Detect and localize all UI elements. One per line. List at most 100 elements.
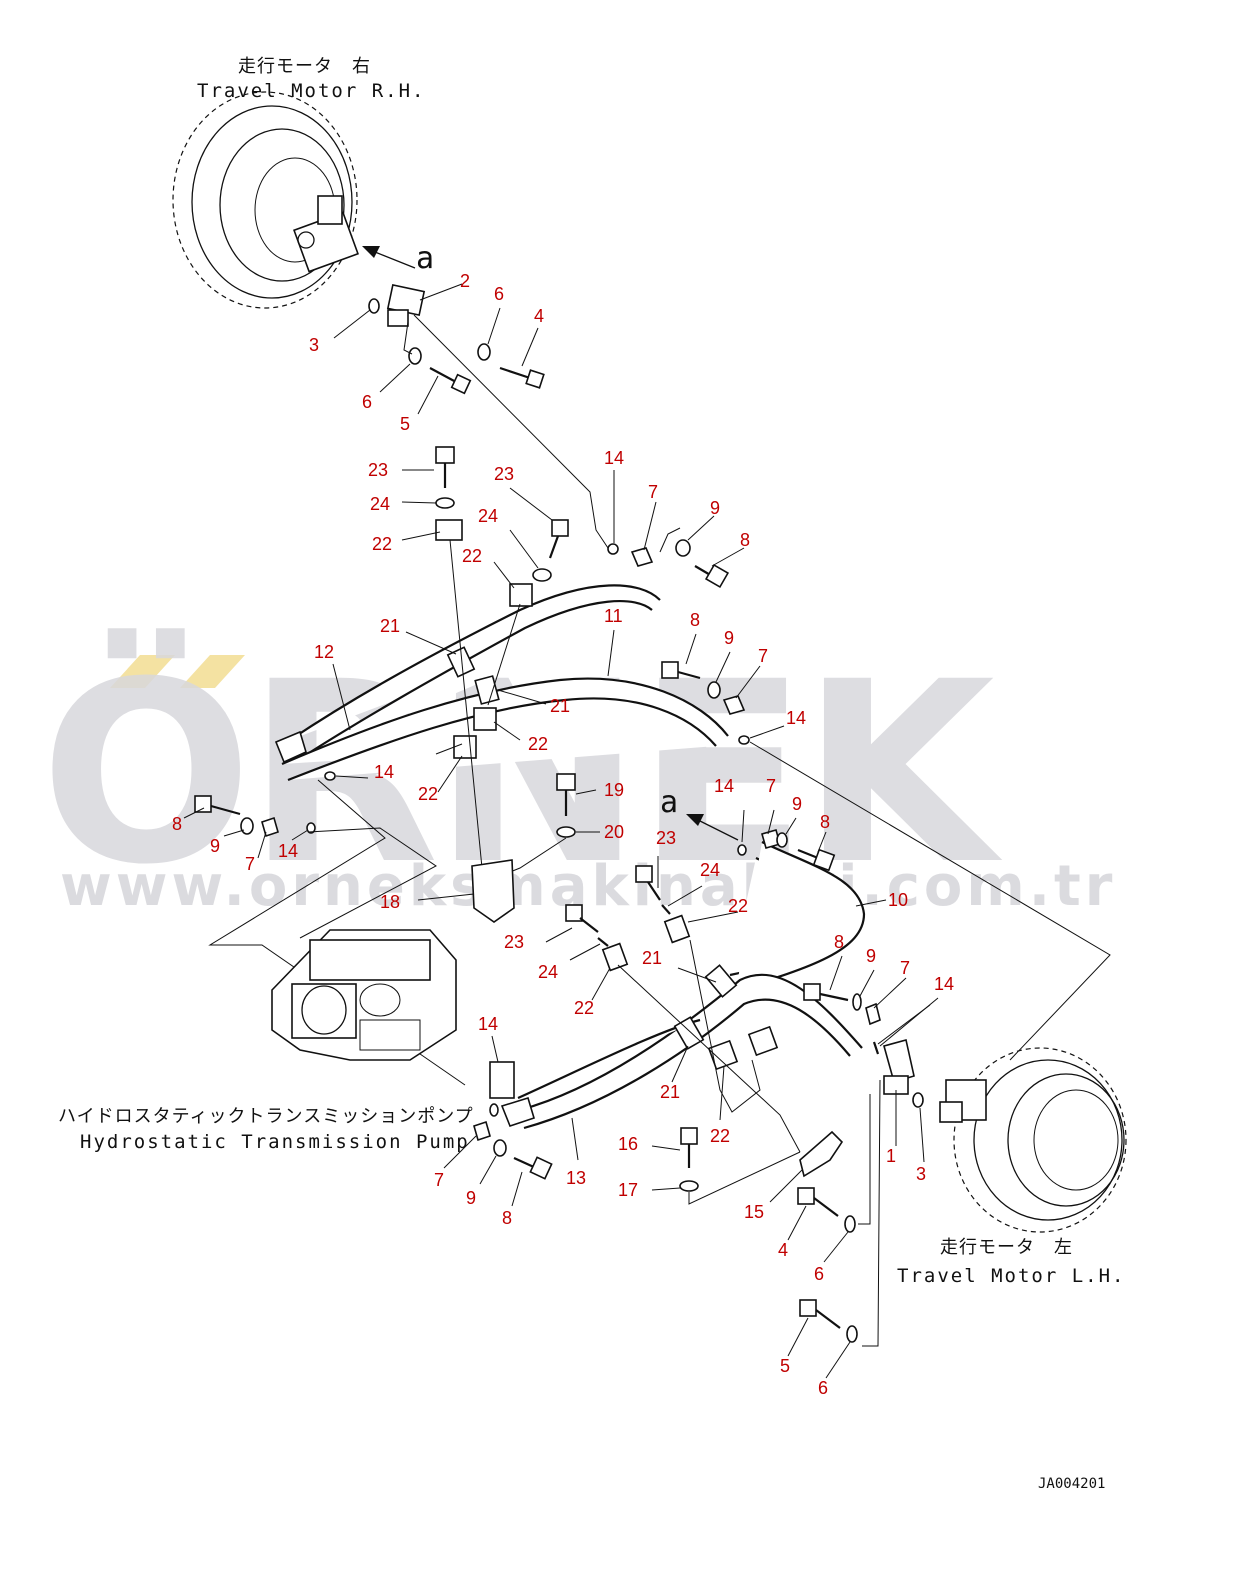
part-number: 24	[478, 506, 498, 526]
washer-part-24-b	[532, 568, 552, 582]
elbow-part-7-right-b	[865, 1002, 881, 1026]
part-number: 6	[362, 392, 372, 412]
part-number: 7	[648, 482, 658, 502]
part-number: 10	[888, 890, 908, 910]
part-number: 8	[502, 1208, 512, 1228]
part-number: 3	[916, 1164, 926, 1184]
bracket-part-2	[386, 283, 426, 327]
part-number: 3	[309, 335, 319, 355]
oring-part-14-left	[306, 822, 316, 834]
part-number: 9	[866, 946, 876, 966]
travel-motor-rh	[172, 91, 359, 309]
part-number: 9	[724, 628, 734, 648]
washer-part-17	[679, 1180, 699, 1192]
part-number: 22	[372, 534, 392, 554]
washer-part-6a-top	[477, 343, 491, 361]
elbow-part-7-pump	[473, 1120, 491, 1142]
watermark-url: www.orneksmakinalari.com.tr	[60, 854, 1116, 919]
washer-part-24-c	[661, 904, 671, 915]
part-number: 21	[642, 948, 662, 968]
washer-part-6-bottom-a	[844, 1215, 856, 1233]
bolt-part-8-left	[194, 795, 241, 816]
part-number: 17	[618, 1180, 638, 1200]
band-part-21-a	[446, 646, 476, 678]
part-number: 9	[210, 836, 220, 856]
oring-part-3-top	[368, 298, 380, 314]
part-number: 7	[900, 958, 910, 978]
bolt-part-4-bottom	[797, 1187, 839, 1217]
part-number: 2	[460, 271, 470, 291]
part-number: 23	[368, 460, 388, 480]
part-number: 22	[710, 1126, 730, 1146]
part-number: 21	[660, 1082, 680, 1102]
part-number: 7	[434, 1170, 444, 1190]
washer-part-6b-top	[408, 347, 422, 365]
hydrostatic-pump	[271, 929, 457, 1061]
bolt-part-8-right	[797, 848, 836, 872]
part-number: 8	[740, 530, 750, 550]
part-number: 21	[550, 696, 570, 716]
leader-lines	[183, 283, 939, 1379]
part-number: 7	[245, 854, 255, 874]
part-number: 24	[538, 962, 558, 982]
part-number: 22	[462, 546, 482, 566]
bolt-part-23-c	[635, 865, 661, 901]
part-number: 6	[494, 284, 504, 304]
part-number: 22	[574, 998, 594, 1018]
washer-part-9-pump	[493, 1139, 507, 1157]
part-number: 24	[370, 494, 390, 514]
bolt-part-5-top	[429, 367, 472, 395]
part-number: 6	[814, 1264, 824, 1284]
part-number: 24	[700, 860, 720, 880]
hose-part-10	[729, 841, 866, 992]
travel-motor-lh	[939, 1047, 1127, 1233]
part-number: 4	[534, 306, 544, 326]
bolt-part-8-a	[694, 563, 730, 589]
part-number: 6	[818, 1378, 828, 1398]
part-number: 14	[478, 1014, 498, 1034]
part-number: 9	[792, 794, 802, 814]
bracket-part-1	[883, 1039, 915, 1095]
oring-part-14-pump	[489, 1103, 499, 1117]
clamp-part-22-h	[747, 1025, 779, 1057]
part-number: 7	[766, 776, 776, 796]
oring-part-14-c	[324, 771, 336, 781]
part-number: 14	[278, 841, 298, 861]
clamp-part-22-a	[435, 519, 463, 541]
bolt-part-8-pump	[513, 1156, 553, 1180]
part-number: 22	[528, 734, 548, 754]
part-number: 8	[172, 814, 182, 834]
part-number: 9	[710, 498, 720, 518]
watermark: ÖRNEK www.orneksmakinalari.com.tr	[40, 628, 1116, 919]
pump-title-en: Hydrostatic Transmission Pump	[80, 1131, 470, 1153]
clamp-part-22-b	[509, 583, 533, 607]
view-arrow-a-top: a	[362, 241, 434, 276]
part-number: 4	[778, 1240, 788, 1260]
view-arrow-a-right: a	[660, 785, 739, 841]
bolt-part-8-right-b	[803, 983, 849, 1002]
oring-part-14-right-b	[872, 1041, 880, 1055]
motor-rh-title-jp: 走行モータ 右	[238, 56, 371, 77]
bolt-part-23-d	[565, 904, 599, 933]
part-number: 12	[314, 642, 334, 662]
fitting-pump-end	[500, 1096, 535, 1127]
watermark-brand: ÖRNEK	[40, 628, 1003, 919]
elbow-part-7-left	[261, 816, 279, 838]
oring-part-3-bottom	[912, 1092, 924, 1108]
clamp-part-22-d	[453, 735, 477, 759]
oring-part-14-right	[737, 844, 747, 856]
washer-part-20	[556, 826, 576, 838]
part-number: 9	[466, 1188, 476, 1208]
washer-part-9-right	[776, 832, 788, 848]
bolt-part-19	[556, 773, 576, 816]
watermark-umlaut-left	[110, 655, 175, 688]
oring-part-14-b	[738, 735, 750, 745]
bolt-part-23-a	[435, 446, 455, 488]
part-number: 5	[780, 1356, 790, 1376]
pump-title-jp: ハイドロスタティックトランスミッションポンプ	[58, 1106, 474, 1127]
hose-part-11	[281, 677, 729, 782]
part-number: 20	[604, 822, 624, 842]
part-number: 22	[728, 896, 748, 916]
bolt-part-8-b	[661, 661, 701, 680]
part-number: 13	[566, 1168, 586, 1188]
